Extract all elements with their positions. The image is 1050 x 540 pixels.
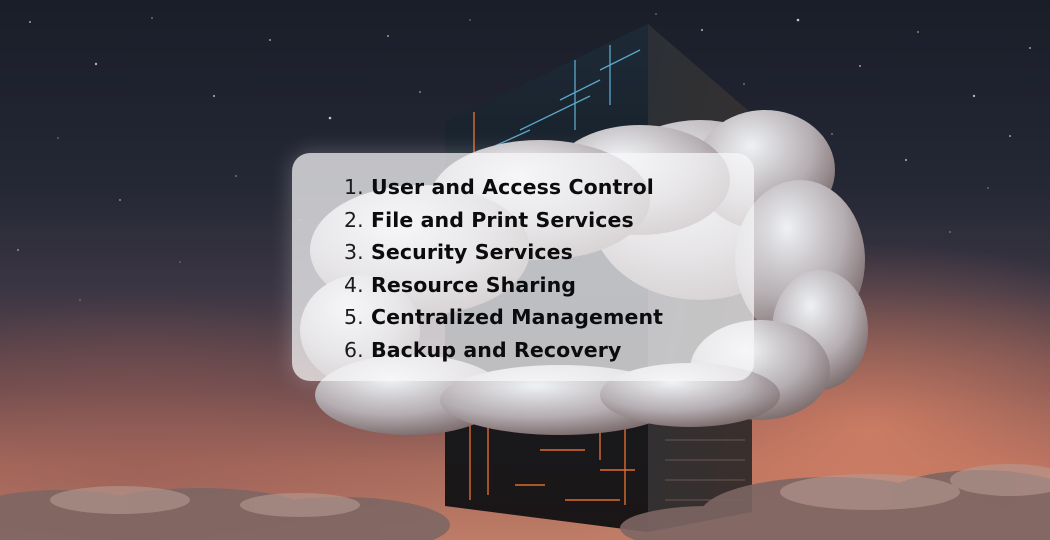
features-list: 1. User and Access Control 2. File and P… <box>344 175 663 370</box>
feature-item: 6. Backup and Recovery <box>344 338 663 371</box>
feature-number: 4. <box>344 272 364 297</box>
feature-number: 5. <box>344 305 364 329</box>
feature-number: 6. <box>344 337 364 362</box>
feature-item: 5. Centralized Management <box>344 305 663 338</box>
starry-sky <box>17 13 1031 301</box>
feature-number: 2. <box>344 207 364 232</box>
feature-item: 4. Resource Sharing <box>344 273 663 306</box>
feature-number: 3. <box>344 240 364 264</box>
features-panel: 1. User and Access Control 2. File and P… <box>292 153 754 381</box>
feature-label: Security Services <box>371 240 573 264</box>
feature-label: Backup and Recovery <box>371 337 622 362</box>
feature-item: 1. User and Access Control <box>344 175 663 208</box>
feature-label: File and Print Services <box>371 207 634 232</box>
feature-label: User and Access Control <box>371 175 654 199</box>
feature-item: 2. File and Print Services <box>344 208 663 241</box>
feature-item: 3. Security Services <box>344 240 663 273</box>
feature-number: 1. <box>344 175 364 199</box>
feature-label: Centralized Management <box>371 305 664 329</box>
feature-label: Resource Sharing <box>371 272 577 297</box>
